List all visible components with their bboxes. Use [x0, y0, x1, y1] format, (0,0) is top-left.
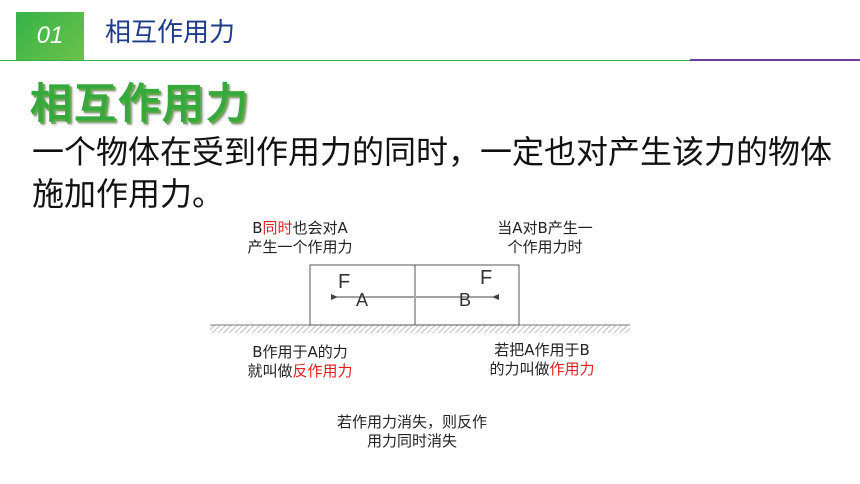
label-simultaneous-force: B同时也会对A 产生一个作用力 — [247, 219, 353, 256]
label-disappear-together: 若作用力消失，则反作 用力同时消失 — [336, 413, 487, 450]
definition-text: 一个物体在受到作用力的同时，一定也对产生该力的物体施加作用力。 — [32, 133, 833, 213]
section-number: 01 — [36, 22, 64, 49]
highlight-simultaneous: 同时 — [262, 219, 293, 237]
section-number-badge: 01 — [16, 12, 84, 60]
page-title: 相互作用力 — [30, 79, 251, 128]
header-rule-green — [0, 60, 690, 61]
boxes-and-ground: F F A B — [210, 264, 630, 333]
highlight-action-force: 作用力 — [549, 360, 595, 378]
header-title: 相互作用力 — [105, 18, 236, 48]
box-a-label: A — [356, 290, 368, 310]
label-a-acts-on-b: 当A对B产生一 个作用力时 — [497, 219, 593, 256]
box-b — [414, 264, 520, 326]
header-divider — [84, 8, 88, 62]
box-a — [309, 264, 416, 326]
ground-hatch — [210, 325, 630, 333]
header-rule-purple — [690, 59, 860, 61]
highlight-reaction-force: 反作用力 — [292, 362, 353, 380]
force-label-left: F — [338, 271, 350, 293]
label-action-force: 若把A作用于B 的力叫做作用力 — [489, 341, 595, 378]
label-reaction-force: B作用于A的力 就叫做反作用力 — [247, 343, 353, 380]
force-diagram: B同时也会对A 产生一个作用力 当A对B产生一 个作用力时 — [200, 215, 640, 465]
force-label-right: F — [480, 267, 492, 289]
box-b-label: B — [459, 290, 471, 310]
